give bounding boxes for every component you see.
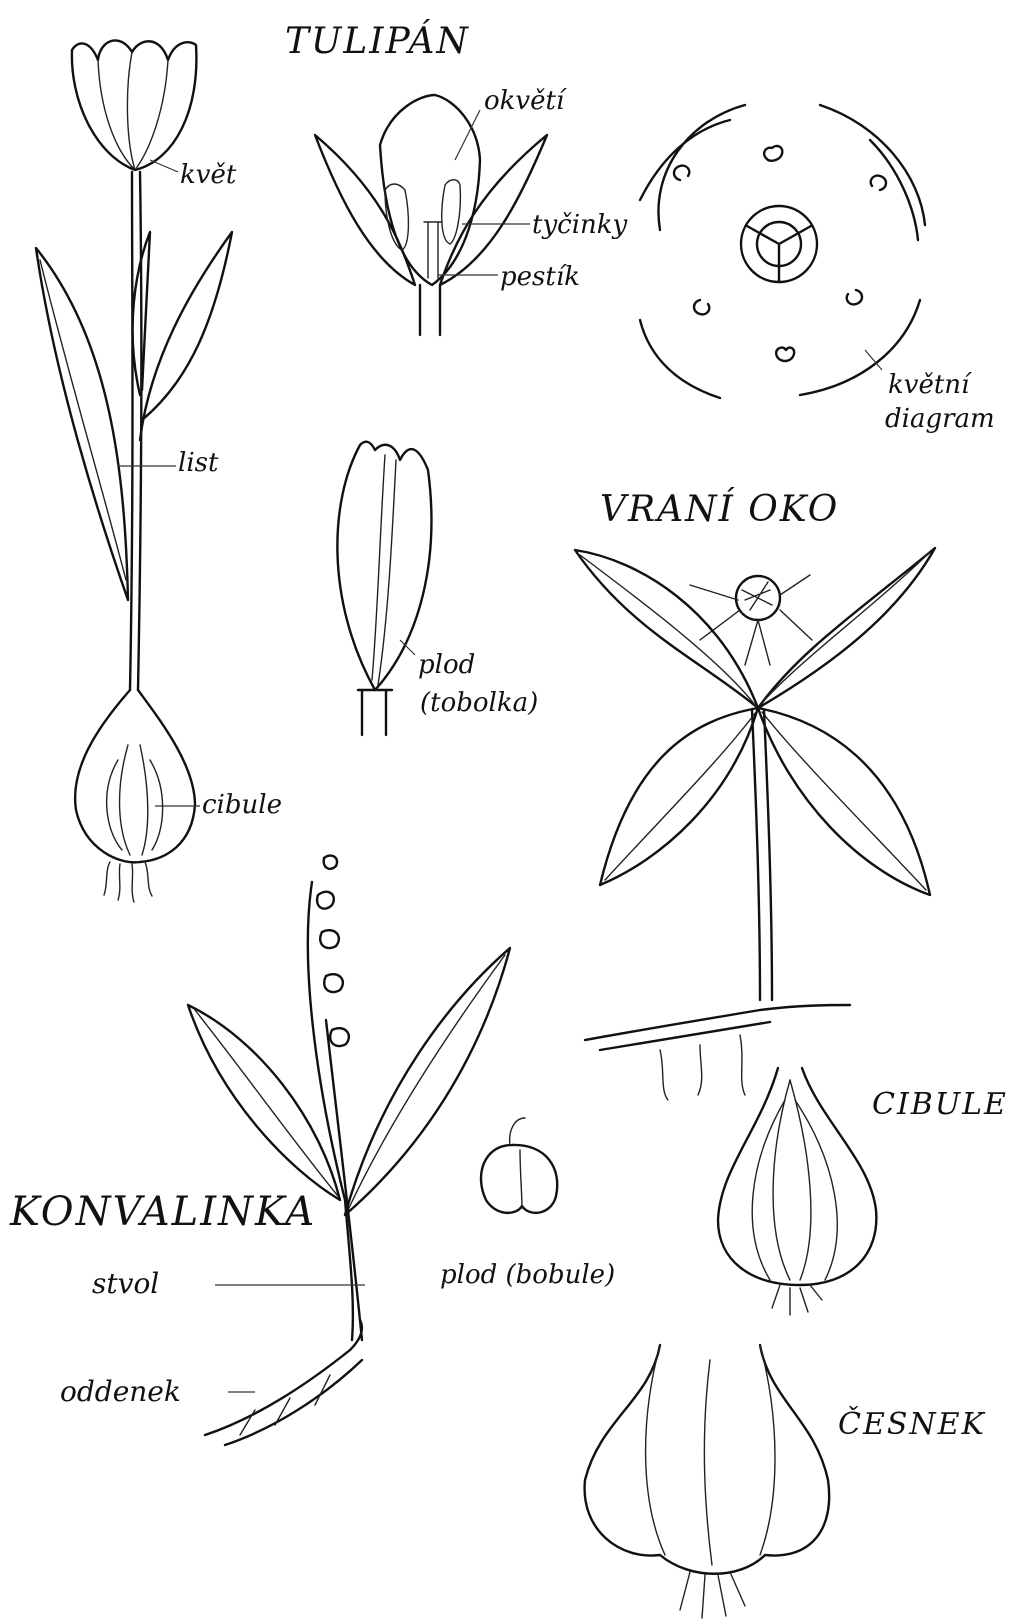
label-plod-bobule: plod (bobule)	[440, 1262, 615, 1288]
label-tycinky: tyčinky	[532, 212, 627, 238]
title-tulipan: TULIPÁN	[285, 24, 470, 60]
label-oddenek: oddenek	[60, 1378, 181, 1406]
label-pestik: pestík	[500, 264, 580, 290]
label-okvet: okvětí	[484, 88, 564, 114]
floral-diagram-drawing	[640, 105, 925, 398]
tulip-flower-section-drawing	[315, 95, 547, 335]
label-plod: plod	[418, 652, 475, 678]
title-cesnek: ČESNEK	[838, 1410, 986, 1440]
label-diagram: diagram	[885, 406, 995, 432]
label-list: list	[178, 450, 218, 476]
label-kvetni: květní	[888, 372, 969, 398]
paris-plant-drawing	[575, 548, 935, 1100]
label-kvet: květ	[180, 162, 236, 188]
garlic-drawing	[585, 1345, 830, 1618]
label-tobolka: (tobolka)	[420, 690, 538, 716]
label-stvol: stvol	[92, 1270, 159, 1298]
lily-of-the-valley-drawing	[188, 856, 557, 1445]
tulip-capsule-drawing	[337, 442, 431, 735]
title-vrani-oko: VRANÍ OKO	[600, 492, 839, 528]
title-cibule: CIBULE	[872, 1090, 1008, 1120]
label-cibule: cibule	[202, 792, 282, 818]
onion-drawing	[718, 1068, 876, 1315]
title-konvalinka: KONVALINKA	[10, 1192, 316, 1232]
